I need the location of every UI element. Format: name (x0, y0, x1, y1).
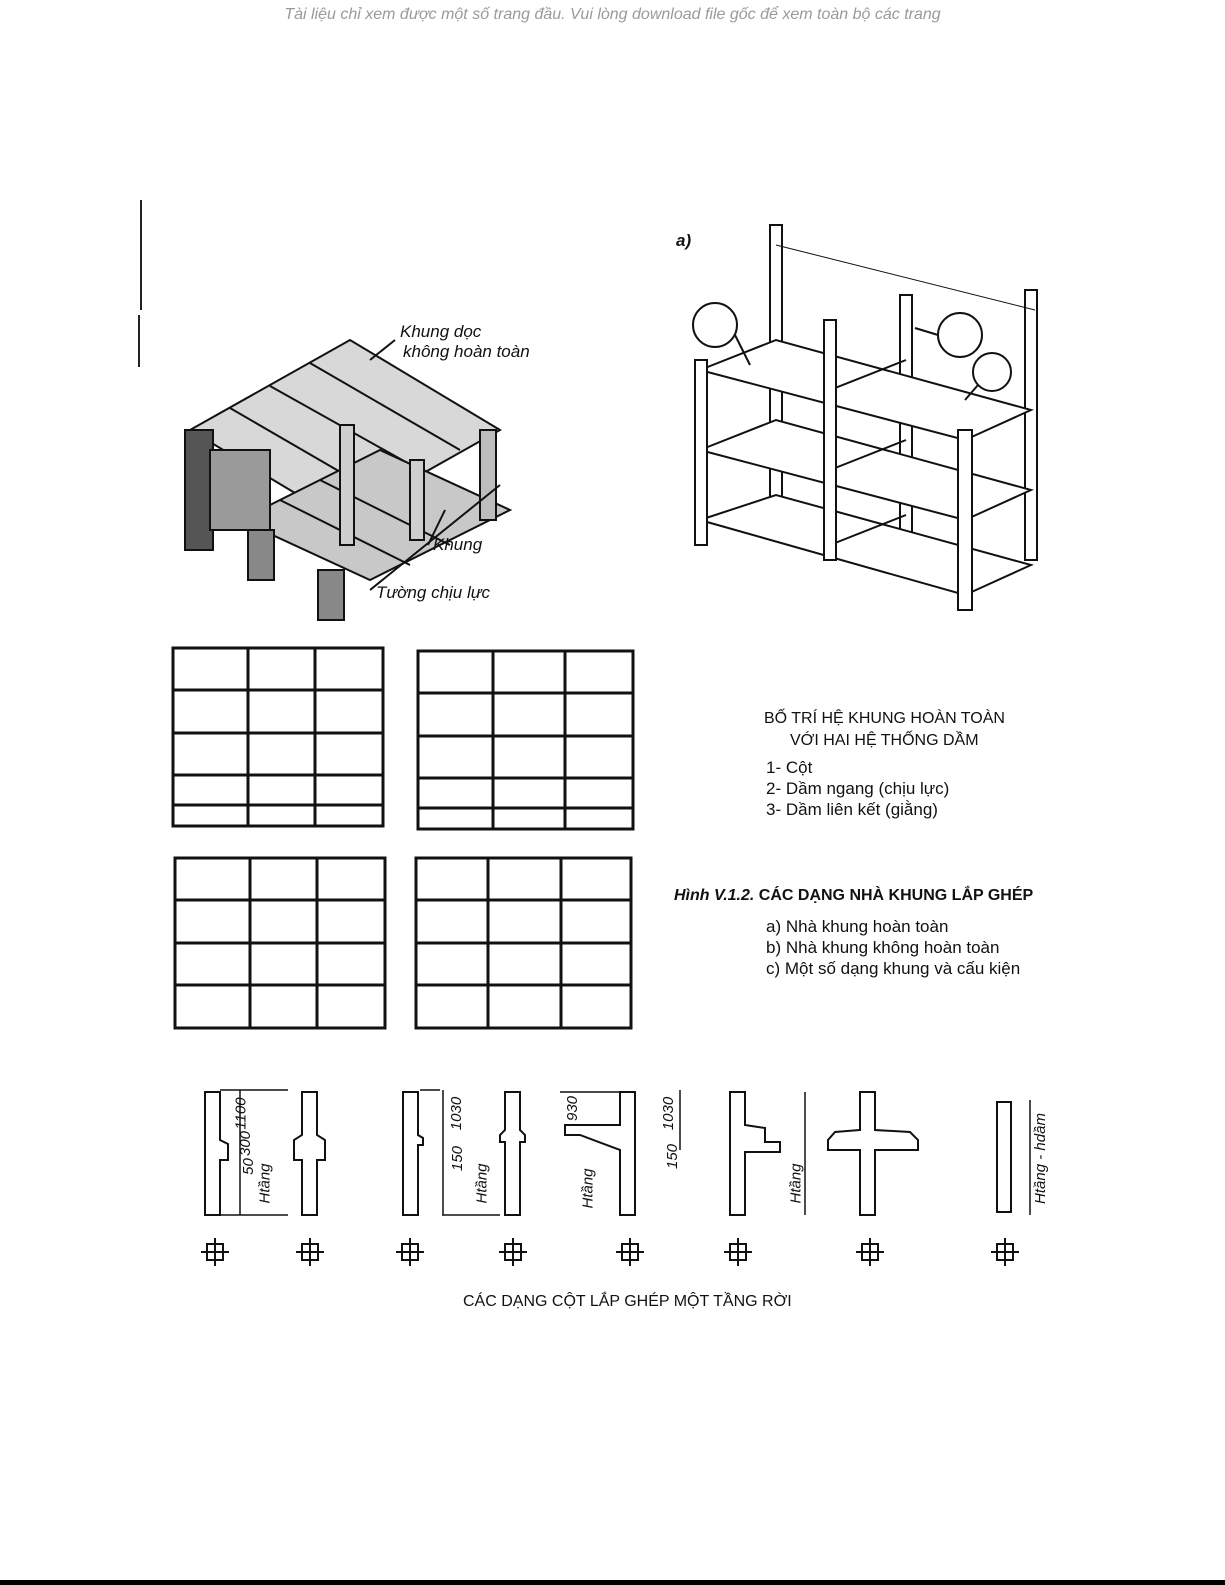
frame-plan-2 (416, 649, 635, 831)
download-notice: Tài liệu chỉ xem được một số trang đầu. … (284, 6, 941, 23)
dim-label: Htầng - hdầm (1031, 1113, 1049, 1204)
figure-caption-prefix: Hình V.1.2. (674, 887, 755, 904)
partial-frame-isometric-drawing (184, 338, 513, 621)
frame-plan-4 (414, 856, 633, 1030)
frame-plan-3 (173, 856, 387, 1030)
caption-item: b) Nhà khung không hoàn toàn (766, 938, 1000, 957)
legend-item: 3- Dầm liên kết (giằng) (766, 800, 938, 819)
dim-label: 300 (237, 1130, 255, 1157)
figure-a-tag: a) (676, 231, 692, 250)
dim-label: Htầng (579, 1168, 597, 1209)
dim-label: 1030 (660, 1096, 678, 1131)
figure-caption-title: Hình V.1.2. CÁC DẠNG NHÀ KHUNG LẮP GHÉP (674, 887, 1033, 905)
caption-item: a) Nhà khung hoàn toàn (766, 917, 949, 936)
page-edge-mark (138, 315, 140, 367)
label-frame: Khung (433, 535, 483, 554)
page-bottom-edge (0, 1580, 1225, 1585)
legend-heading-1: BỐ TRÍ HỆ KHUNG HOÀN TOÀN (764, 710, 1005, 727)
dim-label: 150 (449, 1145, 467, 1172)
precast-column-types-drawing (201, 1089, 1031, 1266)
page-edge-mark (140, 200, 142, 310)
label-frame-long-2: không hoàn toàn (403, 342, 530, 361)
frame-plan-1 (171, 646, 385, 828)
figure-caption-text: CÁC DẠNG NHÀ KHUNG LẮP GHÉP (758, 887, 1034, 904)
dim-label: 150 (664, 1143, 682, 1170)
label-wall: Tường chịu lực (376, 583, 491, 602)
dim-label: 1030 (448, 1096, 466, 1131)
full-frame-skeleton-drawing (692, 224, 1038, 611)
dim-label: 930 (564, 1095, 582, 1122)
legend-item: 1- Cột (766, 758, 813, 777)
dim-label: 1100 (232, 1097, 250, 1130)
dim-label: Htầng (787, 1163, 805, 1204)
columns-caption: CÁC DẠNG CỘT LẮP GHÉP MỘT TẦNG RỜI (463, 1293, 792, 1310)
caption-item: c) Một số dạng khung và cấu kiện (766, 959, 1021, 978)
dim-label: 50 (239, 1158, 257, 1175)
label-frame-long: Khung dọc (400, 322, 482, 341)
legend-item: 2- Dầm ngang (chịu lực) (766, 779, 950, 798)
dim-label: Htầng (473, 1163, 491, 1204)
dim-label: Htầng (256, 1163, 274, 1204)
legend-heading-2: VỚI HAI HỆ THỐNG DẦM (790, 732, 979, 749)
